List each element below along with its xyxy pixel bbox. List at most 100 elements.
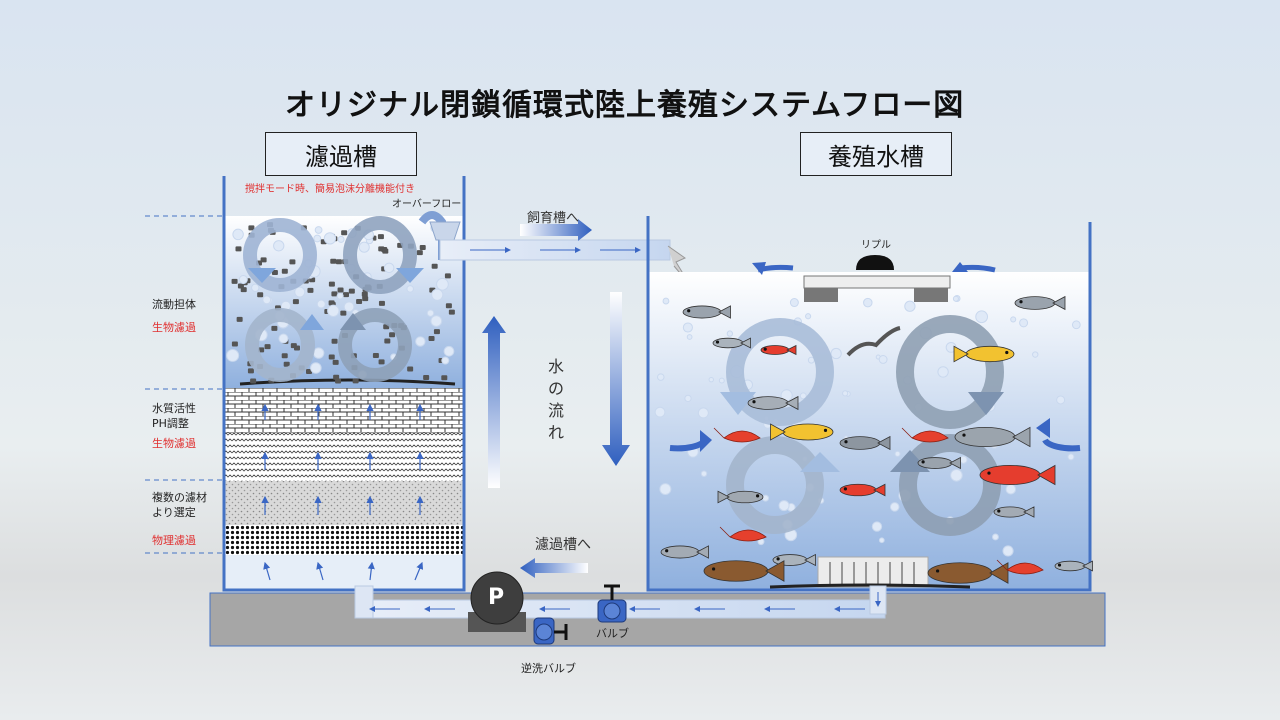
- valve-graphic: [597, 584, 627, 623]
- media-pellet: [281, 353, 288, 359]
- bubble: [799, 392, 807, 400]
- media-pellet: [340, 310, 347, 316]
- fish: [953, 345, 1015, 363]
- pump-label: P: [488, 585, 505, 610]
- fish: [747, 395, 799, 411]
- fish: [993, 506, 1035, 518]
- media-pellet: [389, 332, 396, 338]
- media-pellet: [271, 325, 278, 331]
- media-pellet: [337, 287, 344, 293]
- bubble: [975, 310, 989, 324]
- media-pellet: [281, 268, 288, 274]
- bubble: [327, 304, 340, 317]
- valve-label: バルブ: [596, 627, 629, 640]
- media-pellet: [330, 258, 337, 264]
- media-pellet: [407, 366, 414, 372]
- bubble: [314, 226, 323, 234]
- media-pellet: [235, 246, 242, 252]
- media-pellet: [328, 281, 335, 287]
- fish: [917, 456, 961, 470]
- bubble: [278, 333, 289, 344]
- media-pellet: [343, 292, 350, 298]
- fish: [839, 435, 891, 451]
- bubble: [273, 240, 285, 252]
- bubble: [1056, 395, 1066, 405]
- media-pellet: [236, 316, 243, 322]
- media-pellet: [431, 263, 438, 269]
- media-pellet: [231, 278, 238, 284]
- bubble: [226, 348, 240, 362]
- bubble: [659, 483, 672, 496]
- ripple-label: リプル: [861, 240, 891, 251]
- media-pellet: [335, 378, 342, 384]
- bubble: [959, 455, 968, 464]
- layer-1-name: 流動担体: [152, 298, 196, 311]
- bubble: [684, 394, 692, 403]
- media-pellet: [331, 291, 338, 297]
- bubble: [383, 262, 395, 274]
- bubble: [415, 336, 426, 347]
- bubble: [443, 345, 455, 357]
- media-pellet: [328, 354, 335, 360]
- bubble: [889, 502, 900, 512]
- bubble: [238, 274, 248, 285]
- media-pellet: [378, 300, 385, 306]
- bubble: [358, 241, 370, 253]
- to-culture-label: 飼育槽へ: [527, 211, 580, 226]
- media-pellet: [352, 378, 359, 384]
- media-pellet: [419, 245, 426, 251]
- filter-tank-label: 濾過槽: [265, 132, 417, 176]
- media-pellet: [445, 303, 452, 309]
- media-pellet: [250, 378, 257, 384]
- bubble: [436, 277, 449, 291]
- layer-2-name: 水質活性 PH調整: [152, 402, 196, 430]
- bubble: [789, 298, 799, 308]
- fish: [703, 560, 785, 582]
- media-pellet: [289, 259, 296, 265]
- eel: [846, 326, 901, 357]
- shrimp: [719, 526, 767, 542]
- media-pellet: [341, 230, 348, 236]
- media-pellet: [257, 292, 264, 298]
- fish: [839, 483, 886, 497]
- bubble: [1002, 545, 1014, 557]
- bubble: [842, 390, 849, 397]
- culture-tank-label: 養殖水槽: [800, 132, 952, 176]
- bubble: [232, 228, 244, 241]
- fish: [760, 344, 797, 356]
- media-pellet: [271, 270, 278, 276]
- fish: [1014, 295, 1066, 311]
- overflow-label: オーバーフロー: [392, 199, 462, 210]
- bubble: [430, 315, 443, 327]
- fish: [682, 305, 731, 319]
- media-pellet: [361, 291, 368, 297]
- media-pellet: [441, 375, 448, 381]
- bubble: [686, 334, 693, 340]
- media-pellet: [260, 257, 267, 263]
- bubble: [662, 297, 670, 305]
- shrimp: [996, 559, 1044, 575]
- bubble: [878, 355, 888, 364]
- media-pellet: [384, 338, 391, 344]
- bubble: [1067, 453, 1075, 461]
- bubble: [952, 295, 959, 302]
- media-pellet: [332, 359, 339, 365]
- media-pellet: [448, 309, 455, 315]
- media-pellet: [433, 329, 440, 335]
- layer-3-type: 物理濾過: [152, 534, 196, 547]
- fish: [1054, 560, 1093, 572]
- bubble: [805, 313, 812, 320]
- bubble: [441, 356, 450, 365]
- bubble: [830, 347, 842, 360]
- bubble: [718, 377, 725, 384]
- bubble: [1032, 351, 1039, 358]
- layer-3-name: 複数の濾材 より選定: [152, 491, 207, 519]
- bubble: [657, 373, 665, 381]
- stirring-mode-note: 撹拌モード時、簡易泡沫分離機能付き: [245, 184, 415, 195]
- bubble: [431, 288, 444, 301]
- bubble: [1005, 484, 1017, 495]
- media-pellet: [331, 338, 338, 344]
- bubble: [1071, 320, 1081, 330]
